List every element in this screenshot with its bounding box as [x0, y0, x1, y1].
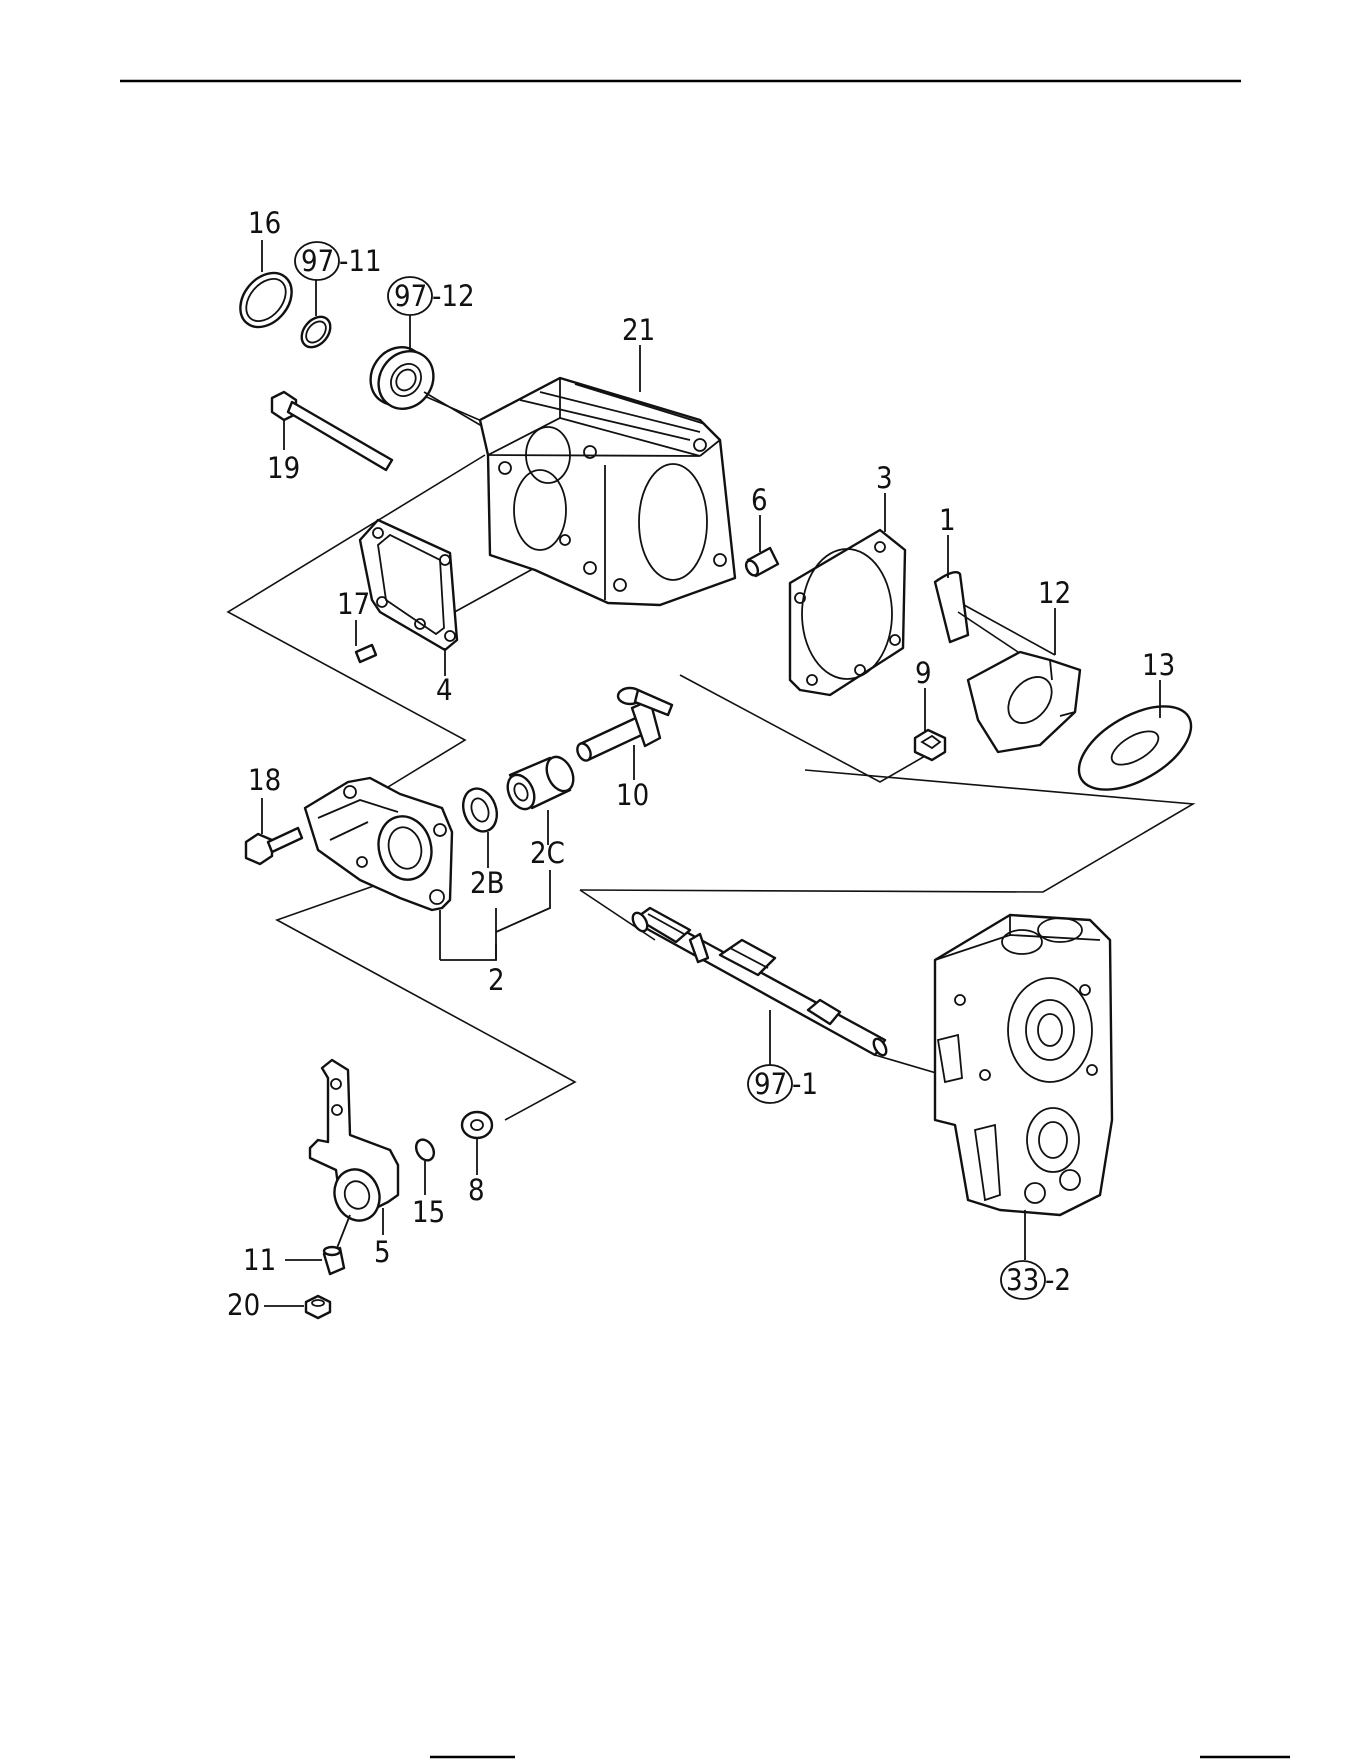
part-11-dowel [285, 1215, 350, 1274]
label-97-11-suffix: -11 [339, 244, 382, 278]
label-33-2-ref: 33 [1006, 1263, 1039, 1297]
label-8: 8 [468, 1173, 485, 1207]
label-3: 3 [876, 461, 893, 495]
part-2-cover [305, 778, 550, 960]
part-33-2-center-section [935, 915, 1112, 1260]
label-15: 15 [412, 1195, 445, 1229]
label-18: 18 [248, 763, 281, 797]
label-6: 6 [751, 483, 768, 517]
part-16-snap-ring [230, 240, 302, 337]
label-19: 19 [267, 451, 300, 485]
part-3-gasket [790, 493, 905, 695]
label-10: 10 [616, 778, 649, 812]
label-9: 9 [915, 656, 932, 690]
part-2C-bushing [503, 753, 579, 845]
label-20: 20 [227, 1288, 260, 1322]
label-12: 12 [1038, 576, 1071, 610]
part-6-dowel-pin [744, 515, 778, 577]
label-13: 13 [1142, 648, 1175, 682]
part-15-snap-ring [413, 1136, 438, 1195]
label-2B: 2B [470, 866, 505, 900]
label-17: 17 [337, 587, 370, 621]
label-5: 5 [374, 1235, 391, 1269]
label-2: 2 [488, 963, 505, 997]
label-97-1-ref: 97 [754, 1067, 787, 1101]
label-33-2-suffix: -2 [1045, 1263, 1071, 1297]
label-97-12-suffix: -12 [432, 279, 475, 313]
part-18-bolt [246, 798, 302, 864]
label-4: 4 [436, 673, 453, 707]
part-9-slider [915, 688, 945, 760]
label-11: 11 [243, 1243, 276, 1277]
part-20-nut [264, 1296, 330, 1318]
label-1: 1 [939, 503, 956, 537]
part-5-control-lever [310, 1060, 398, 1235]
part-17-pin [356, 620, 376, 662]
part-97-11-ring [296, 280, 336, 353]
label-97-1-suffix: -1 [792, 1067, 818, 1101]
part-21-housing [480, 345, 735, 605]
label-16: 16 [248, 206, 281, 240]
label-97-11-ref: 97 [301, 244, 334, 278]
part-10-trunnion-shaft [575, 688, 672, 780]
label-2C: 2C [530, 836, 565, 870]
label-97-12-ref: 97 [394, 279, 427, 313]
part-97-1-main-shaft [630, 908, 889, 1065]
part-1-shim [935, 535, 1030, 660]
label-21: 21 [622, 313, 655, 347]
part-97-12-bearing [359, 314, 492, 432]
part-8-washer [462, 1112, 492, 1175]
part-2B-seal [457, 784, 502, 868]
part-13-washer [1065, 680, 1204, 807]
